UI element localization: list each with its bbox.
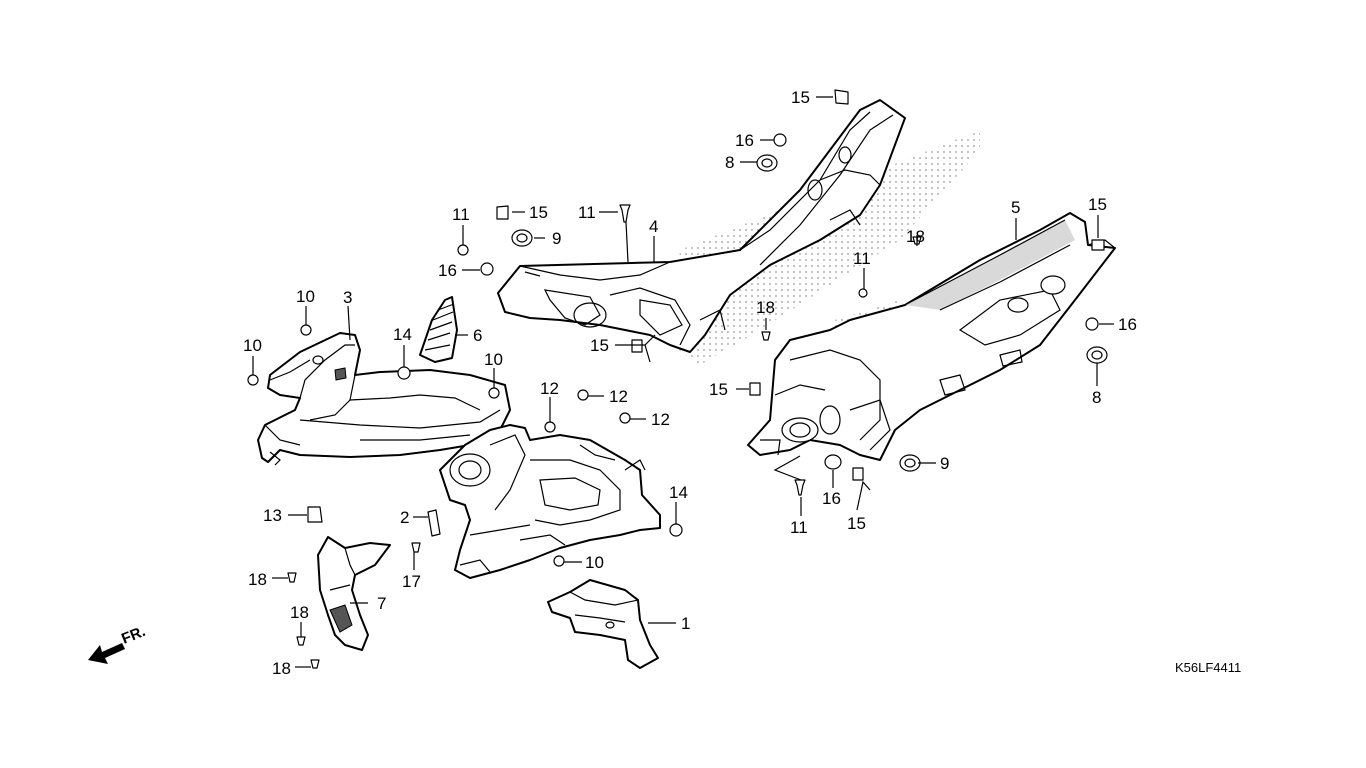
callout-12-c: 12 [651,410,670,429]
screw-18-b [761,331,771,341]
screw-18-e [310,659,320,669]
nut-16-a [480,262,494,276]
leader-lines [252,96,1114,668]
grommet-8-b [1086,346,1108,364]
clip-2 [427,509,441,537]
callout-11-b: 11 [578,203,596,222]
callout-12-a: 12 [540,379,559,398]
bolt-12-a [544,421,556,433]
bolt-10-d [553,555,565,567]
callout-labels: 15 16 8 11 15 11 4 9 16 5 15 18 11 10 3 … [243,88,1137,678]
callout-15-top: 15 [791,88,810,107]
callout-1: 1 [681,614,690,633]
callout-10-d: 10 [585,553,604,572]
grommet-16-c [824,454,842,470]
callout-15-c: 15 [590,336,609,355]
screw-11-d [794,479,806,496]
clip-14-b [669,523,683,537]
callout-15-b: 15 [1088,195,1107,214]
bolt-10-c [488,387,500,399]
callout-18-b: 18 [756,298,775,317]
callout-9-b: 9 [940,454,949,473]
bolt-12-c [619,412,631,424]
part-6-grille [419,296,458,363]
clip-15-a [496,205,509,220]
grommet-9-a [511,229,533,247]
callout-18-e: 18 [272,659,291,678]
screw-18-c [287,572,297,583]
clip-13 [307,506,323,523]
callout-15-a: 15 [529,203,548,222]
clip-15-b [1091,239,1105,251]
callout-9-a: 9 [552,229,561,248]
callout-17: 17 [402,572,421,591]
callout-5: 5 [1011,198,1020,217]
callout-6: 6 [473,326,482,345]
nut-16-top [773,133,787,147]
callout-18-c: 18 [248,570,267,589]
callout-16-c: 16 [822,489,841,508]
callout-10-a: 10 [296,287,315,306]
grommet-8-top [756,154,778,172]
callout-8-top: 8 [725,153,734,172]
grommet-9-b [899,454,921,472]
screw-18-d [296,636,306,646]
callout-12-b: 12 [609,387,628,406]
part-4-floor-side-left [497,99,906,353]
clip-15-top [834,89,849,105]
nut-16-b [1085,317,1099,331]
front-direction-indicator: FR. [88,623,148,664]
callout-10-c: 10 [484,350,503,369]
screw-11-b [619,204,631,223]
callout-15-e: 15 [847,514,866,533]
clip-15-c [631,339,643,353]
part-7-bracket-cover [317,536,391,651]
clip-15-d [749,382,761,396]
callout-3: 3 [343,288,352,307]
front-direction-label: FR. [119,623,148,648]
screw-11-a [457,244,469,256]
callout-16-b: 16 [1118,315,1137,334]
drawing-code: K56LF4411 [1175,660,1241,675]
clip-14-a [397,366,411,380]
clip-15-e [852,467,864,481]
callout-14-a: 14 [393,325,412,344]
callout-11-d: 11 [790,518,808,537]
callout-2: 2 [400,508,409,527]
bolt-12-b [577,389,589,401]
callout-11-a: 11 [452,205,470,224]
callout-14-b: 14 [669,483,688,502]
screw-17 [411,542,421,553]
callout-16-a: 16 [438,261,457,280]
center-lower-frame [439,424,661,579]
part-1-lower-bracket [547,579,659,669]
callout-4: 4 [649,217,658,236]
bolt-10-b [247,374,259,386]
callout-18-d: 18 [290,603,309,622]
callout-15-d: 15 [709,380,728,399]
floor-dotted-area [672,130,980,365]
callout-11-c: 11 [853,249,871,268]
callout-7: 7 [377,594,386,613]
bolt-10-a [300,324,312,336]
callout-10-b: 10 [243,336,262,355]
front-arrow-icon [88,643,125,664]
callout-16-top: 16 [735,131,754,150]
screw-11-c [858,288,868,298]
part-5-floor-side-right [747,212,1116,461]
callout-8-b: 8 [1092,388,1101,407]
part-3-center-cover [257,332,511,466]
callout-18-a: 18 [906,227,925,246]
callout-13: 13 [263,506,282,525]
